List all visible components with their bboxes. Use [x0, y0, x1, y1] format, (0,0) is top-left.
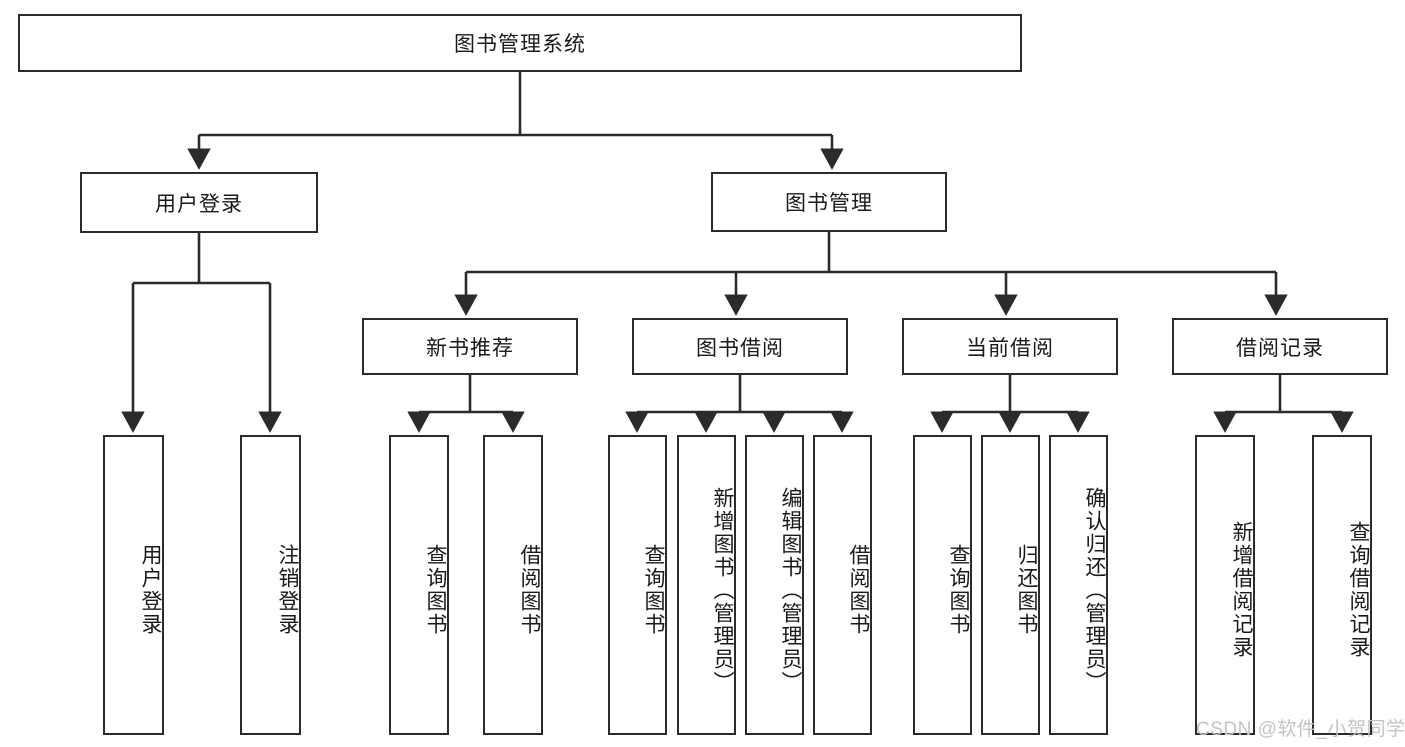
leaf-user-logout-label: 注销登录 — [276, 544, 299, 636]
node-root[interactable]: 图书管理系统 — [18, 14, 1022, 72]
leaf-current-query-book[interactable]: 查询图书 — [913, 435, 972, 735]
leaf-record-query-label: 查询借阅记录 — [1347, 521, 1370, 659]
leaf-borrow-edit-book-admin[interactable]: 编辑图书（管理员） — [745, 435, 804, 735]
leaf-user-login-label: 用户登录 — [139, 544, 162, 636]
node-user-login-label: 用户登录 — [155, 192, 243, 216]
node-book-management-label: 图书管理 — [785, 192, 873, 215]
leaf-current-confirm-return-admin-label: 确认归还（管理员） — [1083, 486, 1106, 694]
leaf-newbook-borrow-book[interactable]: 借阅图书 — [483, 435, 543, 735]
leaf-borrow-add-book-admin[interactable]: 新增图书（管理员） — [677, 435, 736, 735]
leaf-borrow-query-book-label: 查询图书 — [642, 544, 665, 636]
leaf-borrow-edit-book-admin-label: 编辑图书（管理员） — [779, 486, 802, 694]
node-new-book-recommend-label: 新书推荐 — [426, 336, 514, 360]
node-new-book-recommend[interactable]: 新书推荐 — [362, 318, 578, 375]
leaf-record-add-label: 新增借阅记录 — [1230, 521, 1253, 659]
leaf-current-confirm-return-admin[interactable]: 确认归还（管理员） — [1049, 435, 1108, 735]
leaf-newbook-borrow-book-label: 借阅图书 — [518, 544, 541, 636]
node-book-borrow-label: 图书借阅 — [696, 336, 784, 360]
leaf-current-return-book[interactable]: 归还图书 — [981, 435, 1040, 735]
leaf-newbook-query-book[interactable]: 查询图书 — [389, 435, 449, 735]
node-book-management[interactable]: 图书管理 — [711, 172, 947, 232]
leaf-borrow-lend-book[interactable]: 借阅图书 — [813, 435, 872, 735]
node-current-borrow-label: 当前借阅 — [966, 336, 1054, 360]
leaf-user-logout[interactable]: 注销登录 — [240, 435, 301, 735]
node-borrow-record-label: 借阅记录 — [1236, 336, 1324, 360]
node-current-borrow[interactable]: 当前借阅 — [902, 318, 1118, 375]
node-borrow-record[interactable]: 借阅记录 — [1172, 318, 1388, 375]
leaf-record-query[interactable]: 查询借阅记录 — [1312, 435, 1372, 735]
leaf-newbook-query-book-label: 查询图书 — [424, 544, 447, 636]
leaf-user-login[interactable]: 用户登录 — [103, 435, 164, 735]
leaf-borrow-query-book[interactable]: 查询图书 — [608, 435, 667, 735]
leaf-current-return-book-label: 归还图书 — [1015, 544, 1038, 636]
leaf-record-add[interactable]: 新增借阅记录 — [1195, 435, 1255, 735]
leaf-current-query-book-label: 查询图书 — [947, 544, 970, 636]
node-root-label: 图书管理系统 — [454, 33, 586, 56]
leaf-borrow-lend-book-label: 借阅图书 — [847, 544, 870, 636]
node-book-borrow[interactable]: 图书借阅 — [632, 318, 848, 375]
csdn-watermark: CSDN @软件_小贺同学 — [1196, 719, 1405, 740]
leaf-borrow-add-book-admin-label: 新增图书（管理员） — [711, 486, 734, 694]
node-user-login[interactable]: 用户登录 — [80, 172, 318, 233]
